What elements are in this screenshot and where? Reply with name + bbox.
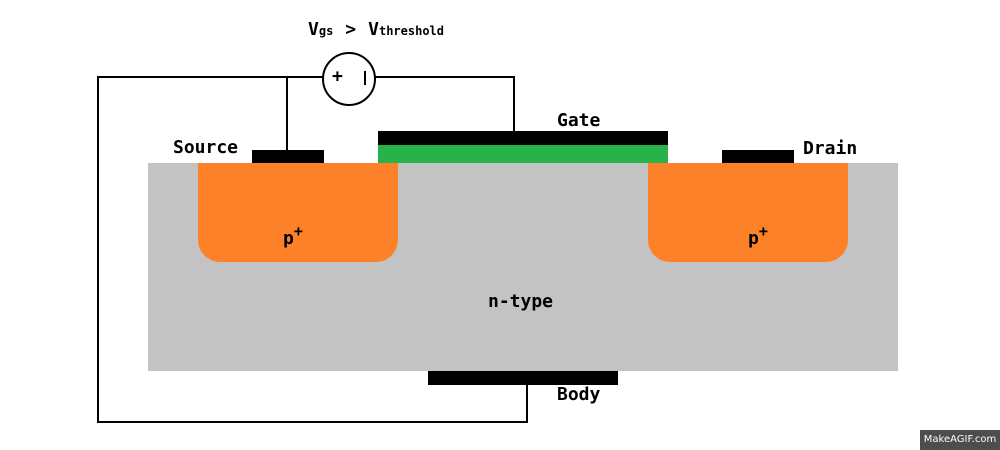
watermark-badge: MakeAGIF.com xyxy=(920,430,1000,450)
drain-contact xyxy=(722,150,794,163)
plus-superscript-left: + xyxy=(293,222,303,240)
p-plus-label-left: p+ xyxy=(283,222,303,249)
wire-top-right xyxy=(373,76,515,78)
battery-minus-sign xyxy=(364,71,366,85)
vgs-threshold-label: Vgs > Vthreshold xyxy=(308,20,444,41)
p-plus-label-right: p+ xyxy=(748,222,768,249)
vth-symbol: V xyxy=(368,19,379,40)
wire-top-left xyxy=(97,76,323,78)
source-contact xyxy=(252,150,324,163)
body-label: Body xyxy=(557,384,601,405)
gate-metal-contact xyxy=(378,131,668,145)
p-letter-left: p xyxy=(283,228,294,249)
wire-source-drop xyxy=(286,76,288,151)
plus-superscript-right: + xyxy=(758,222,768,240)
voltage-source-icon: + xyxy=(322,52,376,106)
drain-label: Drain xyxy=(803,138,858,159)
gate-oxide-layer xyxy=(378,145,668,163)
vgs-symbol: V xyxy=(308,19,319,40)
source-label: Source xyxy=(173,137,239,158)
vth-subscript: threshold xyxy=(378,24,445,38)
body-contact xyxy=(428,371,618,385)
p-letter-right: p xyxy=(748,228,759,249)
wire-gate-drop xyxy=(513,76,515,132)
vgs-subscript: gs xyxy=(318,24,334,38)
wire-body-drop xyxy=(526,384,528,423)
p-plus-region-source xyxy=(198,163,398,262)
wire-left-outer xyxy=(97,76,99,423)
substrate-label: n-type xyxy=(488,291,554,312)
gate-label: Gate xyxy=(557,110,601,131)
wire-bottom xyxy=(97,421,528,423)
comparator-symbol: > xyxy=(345,19,357,40)
p-plus-region-drain xyxy=(648,163,848,262)
battery-plus-sign: + xyxy=(332,66,343,87)
